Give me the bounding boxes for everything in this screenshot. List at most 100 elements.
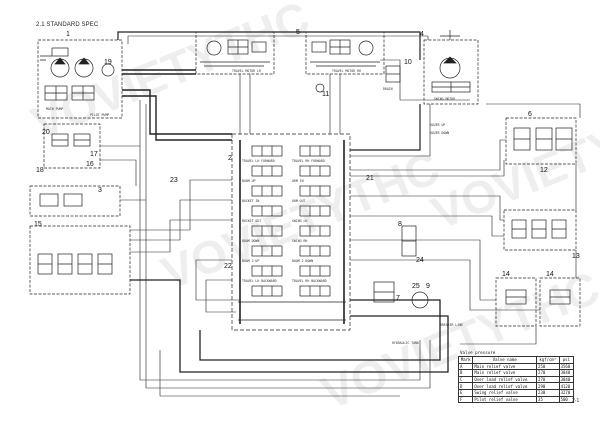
rcv-pedals (495, 277, 581, 327)
callout-19: 19 (104, 59, 112, 66)
label-travel-rh-backward: TRAVEL RH BACKWARD (292, 279, 327, 283)
cell-psi: 3270 (558, 388, 575, 397)
cell-valve-name: Over load relief valve (472, 382, 538, 390)
callout-4: 4 (420, 31, 424, 38)
table-row: E Swing relief valve 230 3270 (457, 388, 575, 397)
label-boom-down: BOOM DOWN (242, 239, 259, 243)
swing-motor-label: SWING MOTOR (434, 97, 455, 101)
table-header-row: Mark Valve name kgf/cm² psi (457, 356, 575, 364)
travel-motor-rh (305, 31, 385, 75)
label-travel-lh-backward: TRAVEL LH BACKWARD (242, 279, 277, 283)
cell-valve-name: Main relief valve (472, 369, 538, 377)
label-bucket-out: BUCKET OUT (242, 219, 261, 223)
label-arm-out: ARM OUT (292, 199, 306, 203)
valve-spool-stack (251, 145, 331, 297)
callout-23: 23 (170, 177, 178, 184)
cell-mark: A (457, 362, 474, 371)
callout-11: 11 (322, 91, 329, 98)
label-bucket-in: BUCKET IN (242, 199, 259, 203)
valve-pressure-table: Mark Valve name kgf/cm² psi A Main relie… (457, 356, 575, 404)
pressure-table-caption: Valve pressure (460, 350, 496, 355)
cell-valve-name: Main relief valve (472, 362, 538, 371)
label-travel-rh-forward: TRAVEL RH FORWARD (292, 159, 325, 163)
label-travel-lh-forward: TRAVEL LH FORWARD (242, 159, 275, 163)
cell-mark: F (457, 395, 474, 404)
callout-15: 15 (34, 221, 42, 228)
cell-psi: 3560 (558, 362, 575, 371)
label-breaker-line: BREAKER LINE (440, 323, 463, 327)
callout-16: 16 (86, 161, 94, 168)
callout-21: 21 (366, 175, 374, 182)
callout-10: 10 (404, 59, 412, 66)
callout-numbers: 1 2 3 4 5 6 7 8 9 10 11 12 13 14 14 15 1… (34, 29, 580, 302)
label-arm-in: ARM IN (292, 179, 304, 183)
label-swing-rh: SWING RH (292, 239, 307, 243)
cell-kgf: 230 (536, 388, 560, 397)
cell-kgf: 290 (536, 382, 560, 390)
table-row: D Over load relief valve 290 4120 (457, 382, 575, 390)
main-control-valve (231, 133, 351, 331)
right-port-labels: DOZER UP DOZER DOWN BREAKER LINE (430, 123, 463, 327)
cell-kgf: 270 (536, 369, 560, 377)
travel-rh-label: TRAVEL MOTOR RH (332, 69, 361, 73)
cell-mark: B (457, 369, 474, 377)
cell-psi: 3840 (558, 369, 575, 377)
drain-label: DRAIN (383, 87, 393, 91)
pilot-pump-label: PILOT PUMP (90, 113, 109, 117)
cell-valve-name: Pilot relief valve (472, 395, 538, 404)
hydraulic-tank-label: HYDRAULIC TANK (392, 341, 419, 345)
callout-14a: 14 (502, 271, 510, 278)
label-boom-2-up: BOOM 2 UP (242, 259, 259, 263)
cell-kgf: 250 (536, 362, 560, 371)
callout-13: 13 (572, 253, 580, 260)
callout-8: 8 (398, 221, 402, 228)
callout-14b: 14 (546, 271, 554, 278)
header-kgf: kgf/cm² (536, 356, 560, 364)
cell-mark: C (457, 375, 474, 384)
main-pump-label: MAIN PUMP (46, 107, 63, 111)
cell-kgf: 270 (536, 375, 560, 384)
callout-6: 6 (528, 111, 532, 118)
table-row: F Pilot relief valve 35 500 (457, 395, 575, 404)
cell-psi: 3840 (558, 375, 575, 384)
watermark-text-4: VOVIETYTHC (424, 81, 600, 239)
cell-kgf: 35 (536, 395, 560, 404)
table-row: A Main relief valve 250 3560 (457, 362, 575, 371)
label-dozer-up: DOZER UP (430, 123, 445, 127)
label-swing-lh: SWING LH (292, 219, 307, 223)
header-psi: psi (558, 356, 575, 364)
label-boom-2-down: BOOM 2 DOWN (292, 259, 313, 263)
cell-valve-name: Over load relief valve (472, 375, 538, 384)
rcv-lever-left (29, 225, 131, 295)
page-number: 2-1 (572, 398, 580, 404)
callout-24: 24 (416, 257, 424, 264)
travel-lh-label: TRAVEL MOTOR LH (232, 69, 261, 73)
main-pump-group (37, 39, 123, 119)
callout-1: 1 (66, 31, 70, 38)
header-valve-name: Valve name (472, 356, 538, 364)
cell-valve-name: Swing relief valve (472, 388, 538, 397)
cell-mark: E (457, 388, 474, 397)
valve-section-labels: TRAVEL LH FORWARD TRAVEL RH FORWARD BOOM… (242, 159, 327, 283)
cell-psi: 500 (558, 395, 575, 404)
callout-22: 22 (224, 263, 232, 270)
callout-7: 7 (396, 295, 400, 302)
sheet-title: 2.1 STANDARD SPEC (36, 22, 99, 28)
callout-3: 3 (98, 187, 102, 194)
rcv-lever-right (505, 117, 577, 165)
callout-12: 12 (540, 167, 548, 174)
callout-17: 17 (90, 151, 98, 158)
callout-5: 5 (296, 29, 300, 36)
swing-motor (423, 30, 479, 105)
accumulator-group (373, 225, 429, 309)
callout-2: 2 (228, 155, 232, 162)
solenoid-valve-block (503, 209, 577, 251)
table-row: C Over load relief valve 270 3840 (457, 375, 575, 384)
callout-9: 9 (426, 283, 430, 290)
table-row: B Main relief valve 270 3840 (457, 369, 575, 377)
callout-20: 20 (42, 129, 50, 136)
cell-psi: 4120 (558, 382, 575, 390)
callout-18: 18 (36, 167, 44, 174)
